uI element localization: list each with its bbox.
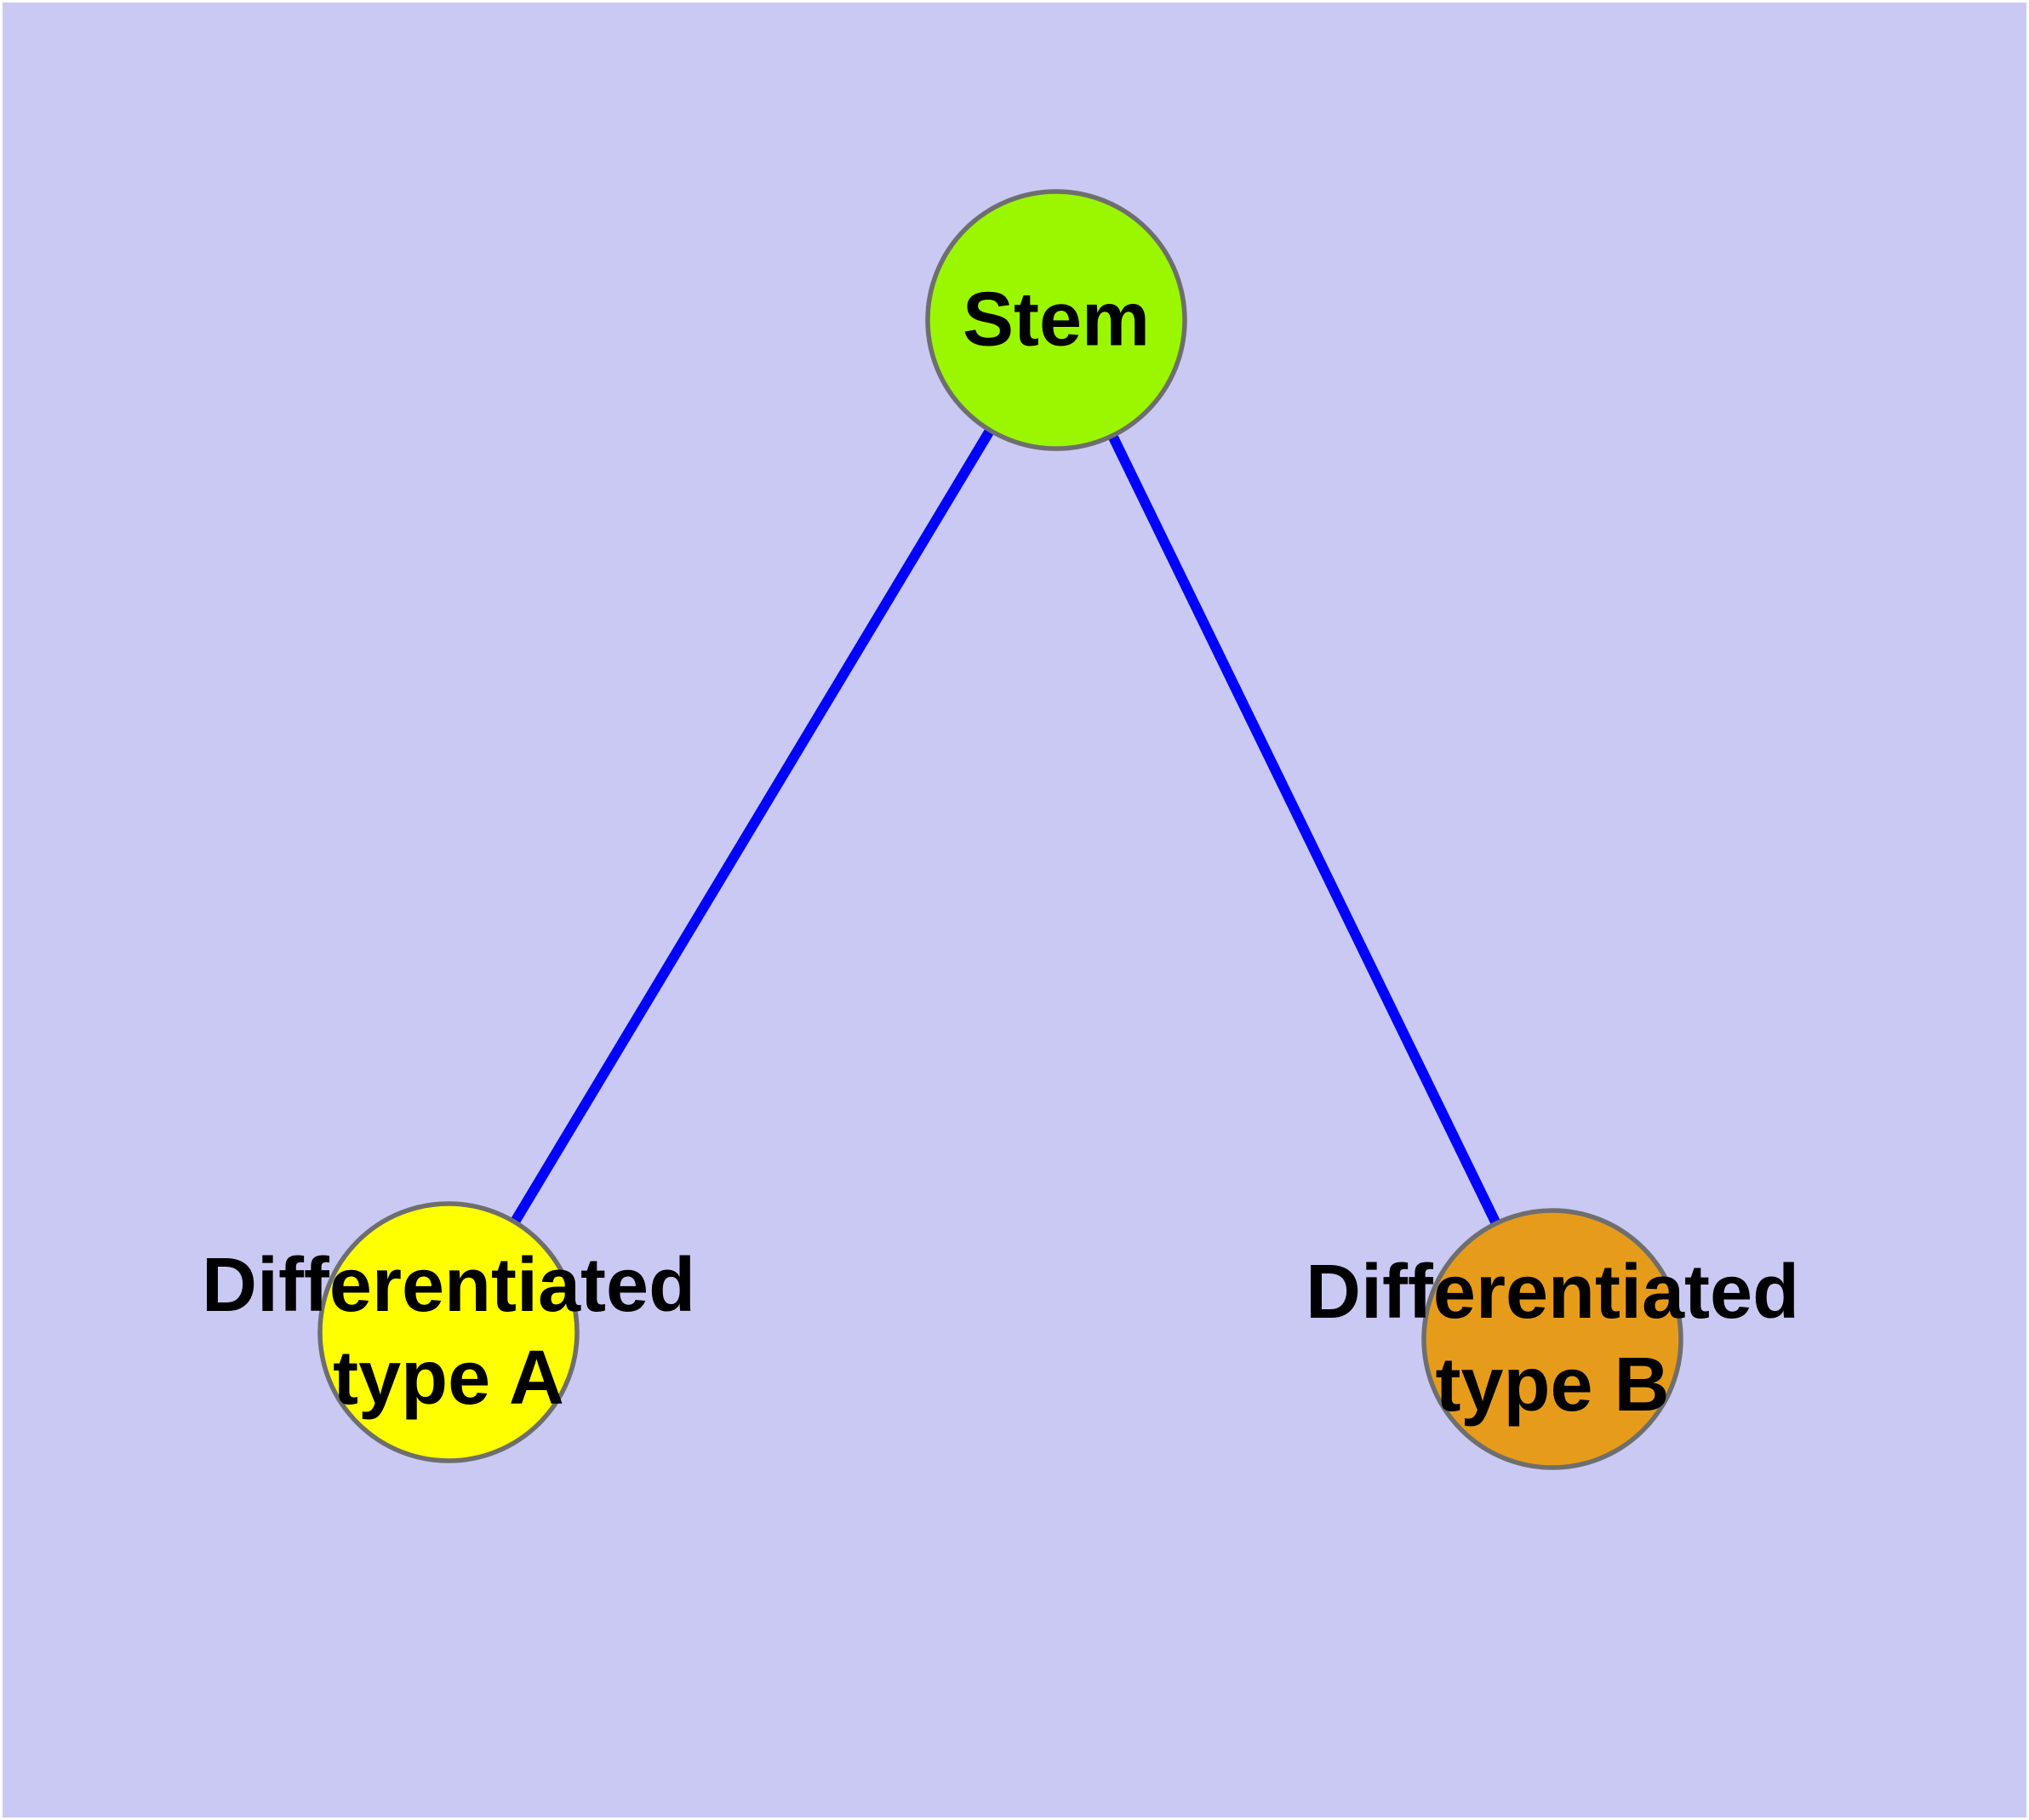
graph-svg [317, 189, 1683, 1470]
diagram-canvas: Stem Differentiated type A Differentiate… [3, 3, 2026, 1817]
node-type-b-circle [1421, 1208, 1683, 1470]
edge-stem-to-type-b [1051, 318, 1557, 1342]
node-stem-circle [925, 189, 1187, 451]
node-type-a-circle [317, 1201, 580, 1463]
node-label-differentiated-type-a: Differentiated type A [201, 1243, 696, 1421]
node-label-differentiated-type-b: Differentiated type B [1305, 1250, 1800, 1428]
node-label-stem: Stem [962, 277, 1151, 363]
edge-stem-to-type-a [443, 317, 1061, 1336]
